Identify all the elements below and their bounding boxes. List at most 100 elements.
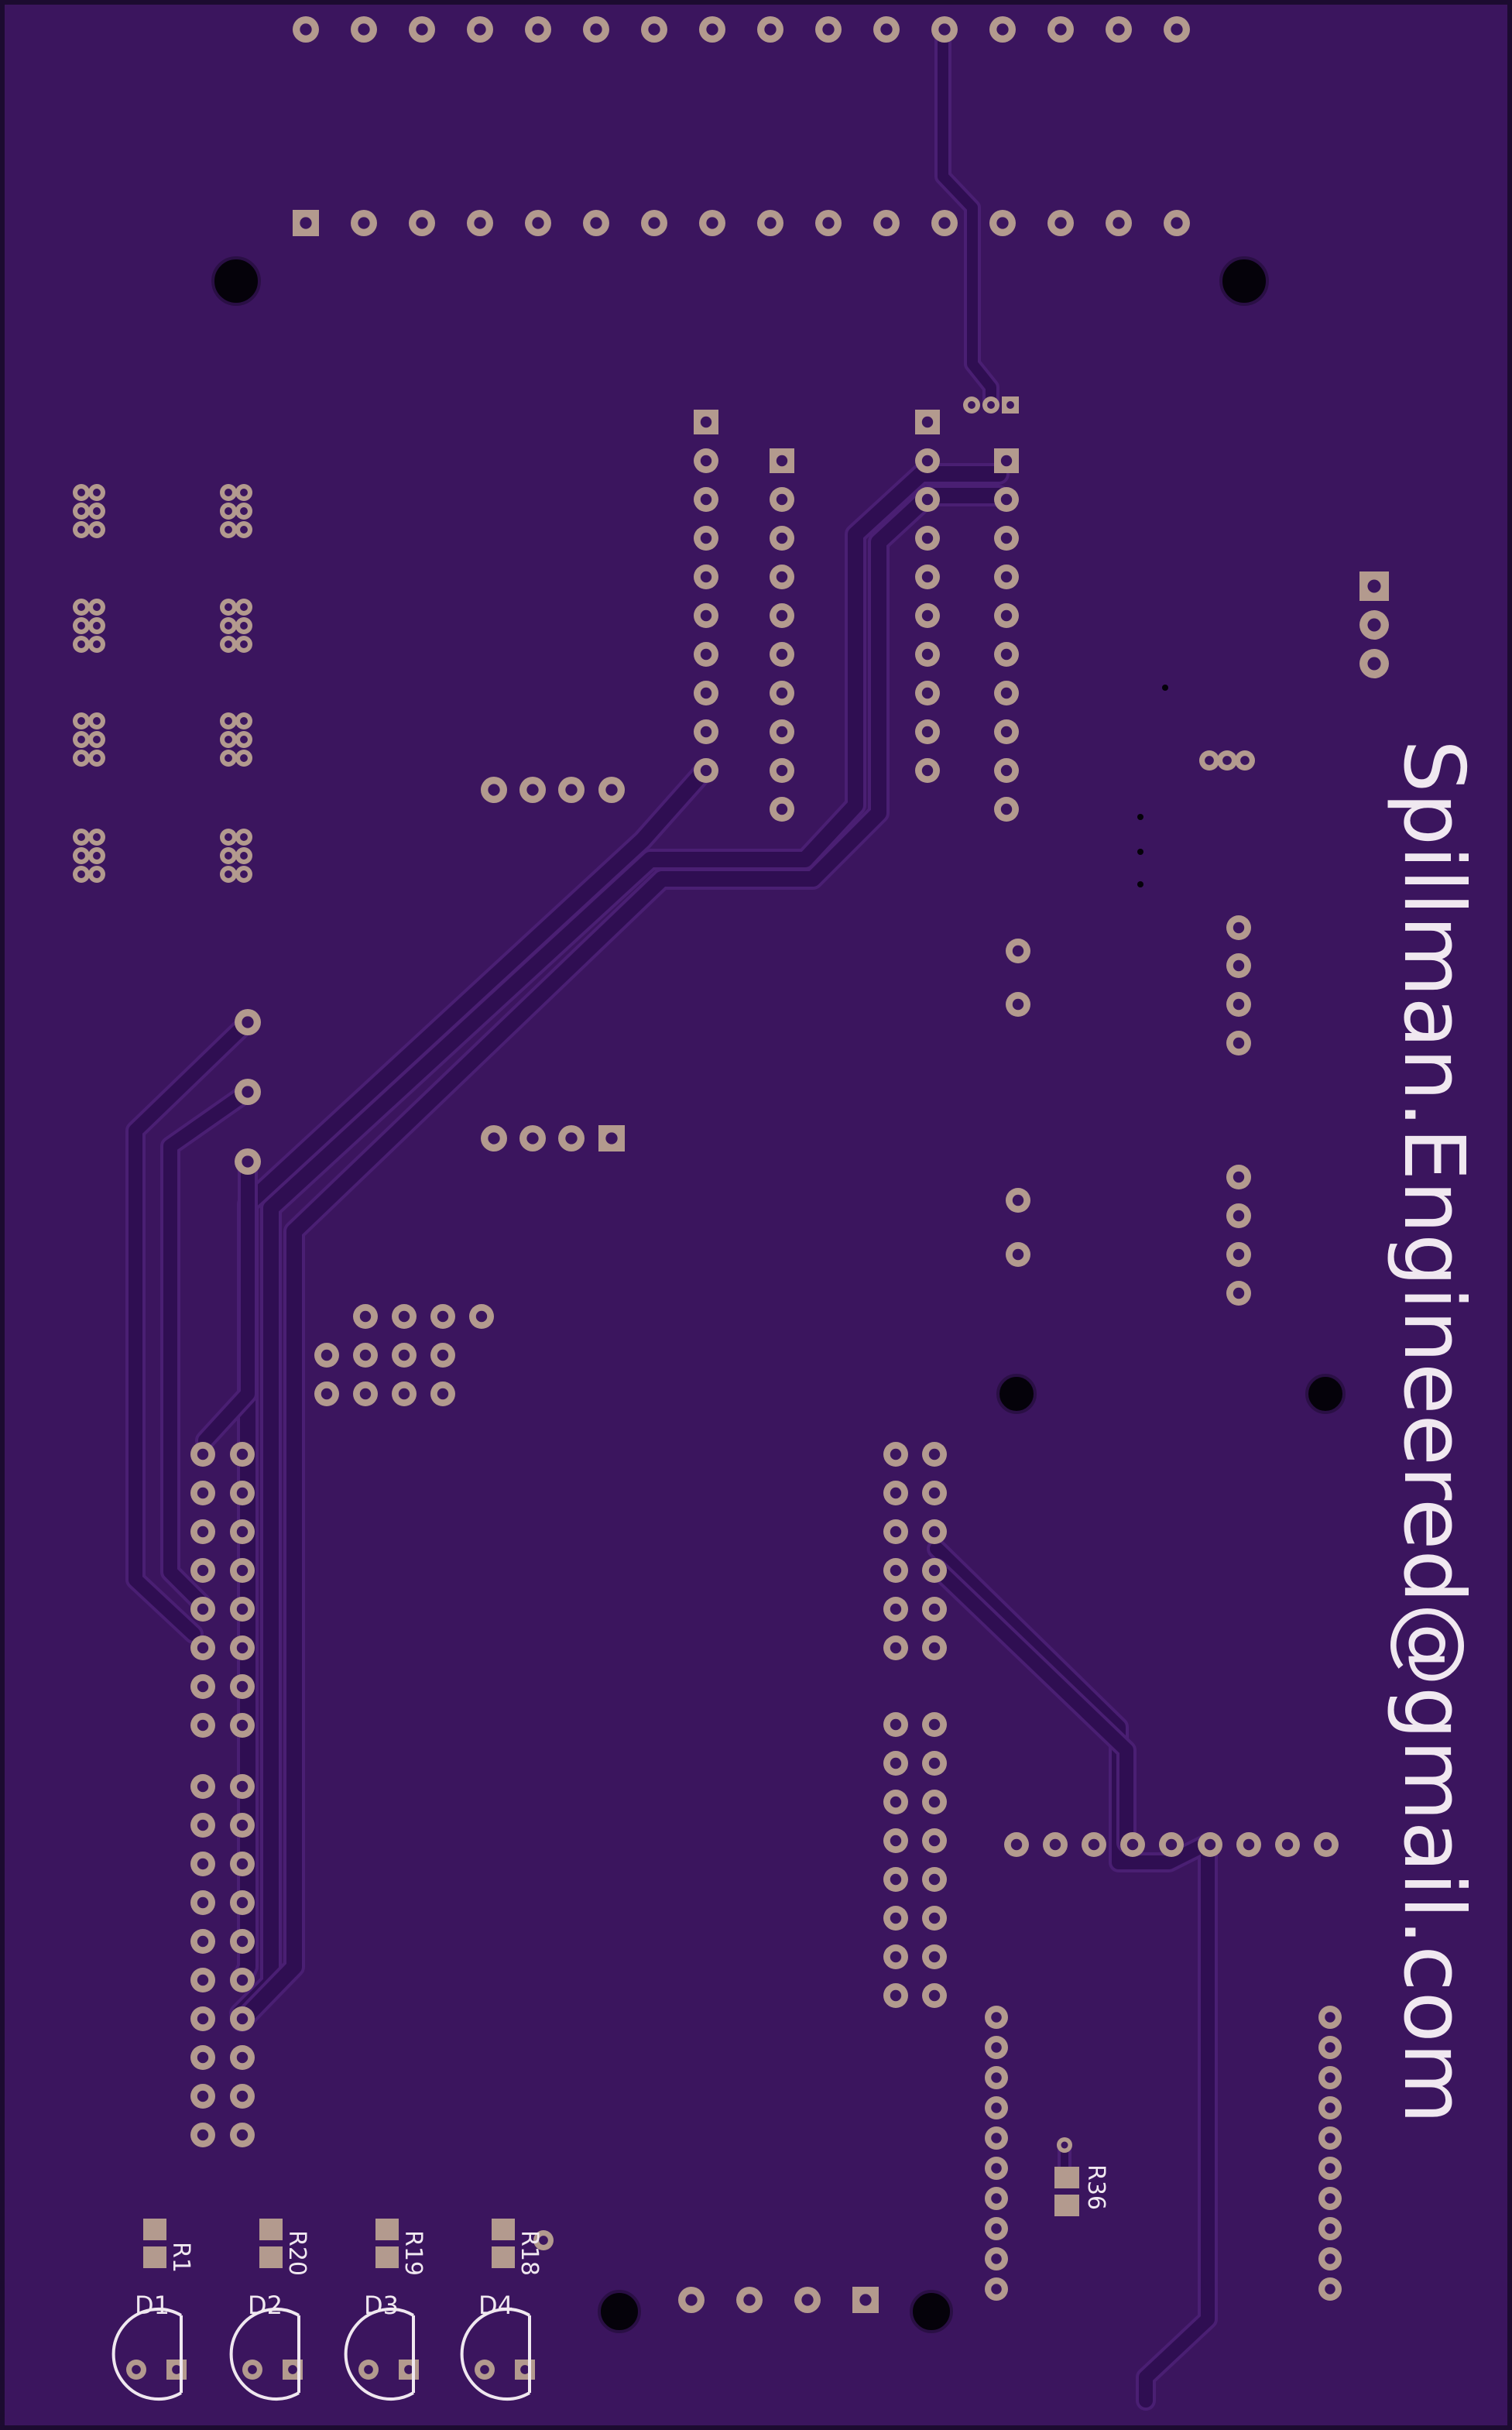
pad-drill [1222,756,1232,765]
pad-drill [928,1487,941,1499]
pad-drill [416,23,428,36]
pad-drill [77,736,85,743]
pad-drill [93,754,101,762]
pad-drill [416,217,428,229]
pad-drill [1325,2102,1335,2113]
pad-drill [921,648,934,661]
pad-drill [225,603,232,611]
pad-drill [474,217,486,229]
trace-left-3 [198,1155,255,1447]
pad-drill [1233,1037,1245,1049]
pad-drill [991,2193,1002,2204]
silkscreen-layer: Spillman.Engineered@gmail.com R1 R20 R19… [111,740,1482,2401]
mounting-hole-top-right [1219,256,1269,306]
pad-drill [240,852,248,860]
pad-drill [1325,2284,1335,2294]
pad-drill [991,2042,1002,2053]
mounting-hole-bottom-right [910,2290,953,2333]
pad-drill [1054,217,1067,229]
silk-label-d4: D4 [478,2291,513,2320]
pad-drill [1012,945,1024,957]
pad-drill [358,23,370,36]
pad-drill [928,1989,941,2002]
pad-drill [928,1642,941,1654]
pad-drill [197,2129,209,2141]
pad-drill [880,23,893,36]
pad-drill [1240,756,1250,765]
pad-drill [77,622,85,630]
pad-drill [921,764,934,777]
pad-drill [236,1974,249,1986]
pad-drill [890,1951,902,1963]
pad-drill [928,1912,941,1924]
pad-drill [890,1487,902,1499]
pad-drill [1113,23,1125,36]
pad-drill [77,870,85,878]
pad-drill [890,1757,902,1769]
pad-drill [236,1819,249,1831]
pad-drill [700,648,712,661]
pad-drill [1325,2253,1335,2264]
pad-drill [1000,764,1013,777]
pad-drill [776,687,788,699]
pad-drill [358,217,370,229]
copper-traces [125,21,1218,2411]
pad-drill [700,687,712,699]
pad-drill [921,687,934,699]
pad-drill [236,1448,249,1460]
trace-left-2 [163,1085,255,1610]
pad-drill [1233,922,1245,934]
resistor-smd-pad [375,2246,399,2268]
pad-drill [197,1448,209,1460]
pad-drill [700,726,712,738]
via [1137,881,1143,887]
pad-drill [1325,2012,1335,2023]
silk-label-r36: R36 [1082,2164,1109,2210]
pad-drill [1000,455,1013,467]
pad-drill [236,2090,249,2102]
pad-drill [590,217,602,229]
pad-drill [240,489,248,496]
pad-drill [359,1388,372,1400]
pad-drill [776,532,788,544]
pad-drill [565,1132,578,1145]
pad-drill [991,2102,1002,2113]
pad-drill [93,507,101,515]
pad-drill [1126,1838,1139,1851]
pad-drill [1325,2042,1335,2053]
pad-drill [1000,648,1013,661]
pad-drill [93,640,101,648]
resistor-smd-pad [143,2246,166,2268]
via [1137,814,1143,820]
resistor-smd-pad [492,2246,515,2268]
pad-drill [197,1858,209,1870]
pad-drill [93,736,101,743]
pad-drill [1243,1838,1255,1851]
pad-drill [991,2284,1002,2294]
pad-drill [225,870,232,878]
pad-drill [605,1132,618,1145]
pad-drill [1233,1171,1245,1183]
via [1162,685,1168,691]
pad-drill [1205,756,1214,765]
pad-drill [77,640,85,648]
pad-drill [928,1718,941,1731]
pad-drill [921,416,934,428]
pad-drill [776,571,788,583]
mounting-hole-mid-left [996,1374,1037,1414]
pad-drill [928,1951,941,1963]
pad-drill [700,532,712,544]
pad-drill [822,217,835,229]
mounting-hole-top-left [211,256,261,306]
pad-drill [225,507,232,515]
pad-drill [197,1935,209,1948]
pad-drill [300,217,312,229]
pad-drill [921,571,934,583]
pad-drill [996,217,1009,229]
pad-drill [398,1388,410,1400]
pad-drill [776,726,788,738]
pad-drill [1000,803,1013,815]
pad-drill [236,1487,249,1499]
pad-drill [890,1796,902,1808]
trace-bus-1 [232,466,1006,2021]
